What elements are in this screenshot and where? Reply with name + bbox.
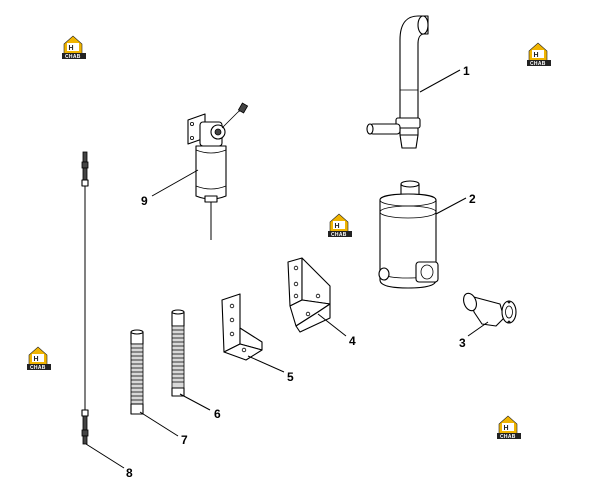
part-exhaust-stack xyxy=(366,15,429,149)
svg-text:CHAB: CHAB xyxy=(331,232,347,238)
part-fuel-filter xyxy=(187,102,249,240)
part-cable xyxy=(81,151,89,445)
watermark-logo: H CHAB xyxy=(497,415,521,440)
svg-text:H: H xyxy=(34,356,39,363)
watermark-logo: H CHAB xyxy=(62,35,86,60)
part-bracket-lower xyxy=(221,293,263,361)
part-flex-hose-long xyxy=(130,329,144,415)
svg-text:CHAB: CHAB xyxy=(500,434,516,440)
callout-6: 6 xyxy=(214,407,221,421)
watermark-logo: H CHAB xyxy=(527,42,551,67)
svg-text:H: H xyxy=(69,45,74,52)
part-flex-hose-short xyxy=(171,309,185,397)
callout-9: 9 xyxy=(141,194,148,208)
svg-text:H: H xyxy=(335,223,340,230)
callout-1: 1 xyxy=(463,64,470,78)
part-bracket-upper xyxy=(287,257,331,333)
svg-text:CHAB: CHAB xyxy=(530,61,546,67)
callout-5: 5 xyxy=(287,370,294,384)
leader-lines xyxy=(85,69,489,469)
svg-text:H: H xyxy=(504,425,509,432)
part-elbow-pipe xyxy=(463,292,517,327)
callout-3: 3 xyxy=(459,336,466,350)
callout-2: 2 xyxy=(469,192,476,206)
callout-4: 4 xyxy=(349,334,356,348)
watermark-logo: H CHAB xyxy=(328,213,352,238)
part-muffler xyxy=(378,180,439,289)
callout-8: 8 xyxy=(126,466,133,480)
svg-text:CHAB: CHAB xyxy=(65,54,81,60)
svg-text:H: H xyxy=(534,52,539,59)
svg-text:CHAB: CHAB xyxy=(30,365,46,371)
watermark-logo: H CHAB xyxy=(27,346,51,371)
callout-7: 7 xyxy=(181,433,188,447)
